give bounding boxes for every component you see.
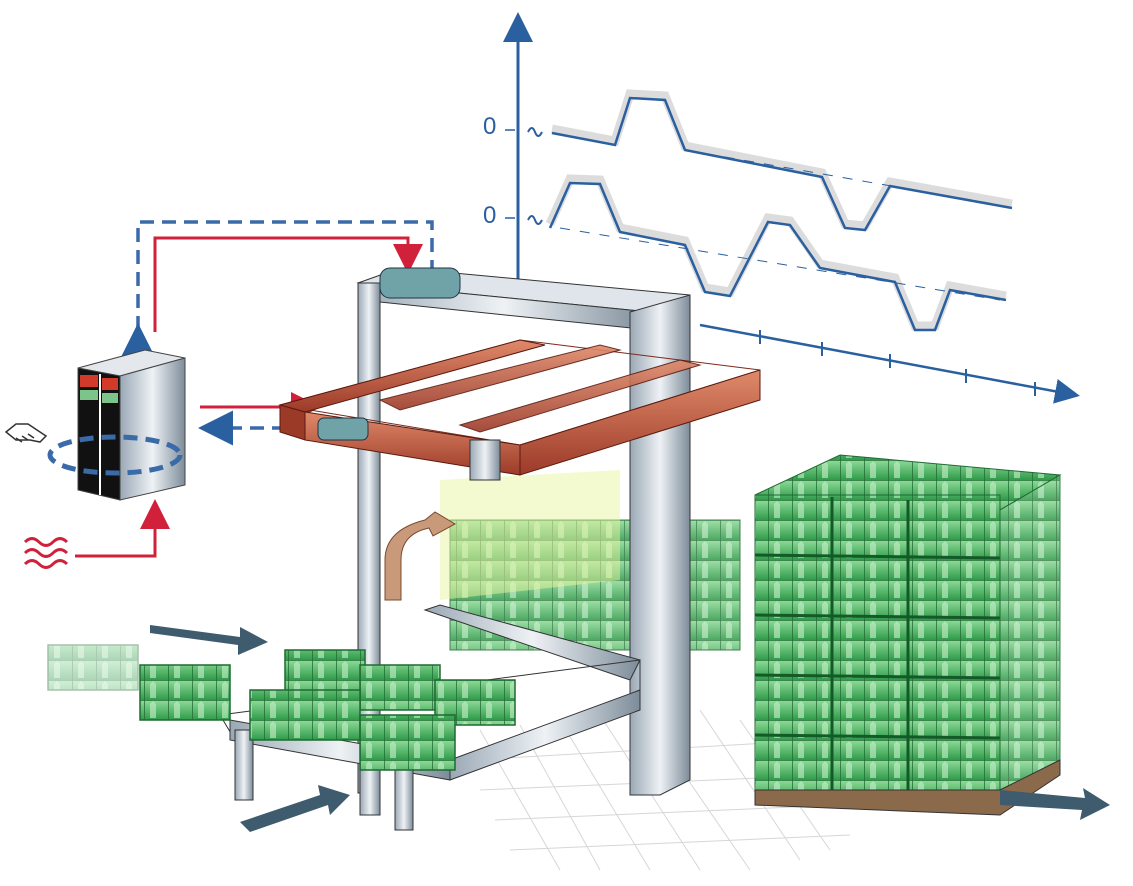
- signal-2-baseline: [559, 227, 1001, 301]
- gantry-motor-trolley: [317, 417, 369, 441]
- signal-2-line: [548, 181, 1007, 332]
- stack-front: [754, 494, 1001, 791]
- beam-cross-2: [458, 359, 702, 433]
- zero-label-top: 0: [483, 113, 497, 140]
- crate: [284, 649, 366, 696]
- signal-1-line: [551, 96, 1013, 232]
- signal-1-baseline: [684, 149, 1001, 206]
- conveyor-direction-arrow-icon: [150, 625, 268, 655]
- gripper-head: [469, 439, 501, 481]
- handshake-icon: [4, 423, 48, 443]
- power-supply-icon: [23, 537, 69, 569]
- signal-chart: [503, 12, 1080, 404]
- drive-controller-cabinet: [47, 349, 186, 501]
- feedback-dashed-line-top: [120, 220, 434, 358]
- infeed-arrow-icon: [240, 785, 350, 832]
- crate: [359, 664, 441, 711]
- pallet-stack: [754, 454, 1110, 820]
- conveyor-crates: [47, 644, 516, 771]
- time-axis: [699, 323, 1080, 404]
- signal-1-shadow: [551, 89, 1013, 231]
- crate: [359, 714, 456, 771]
- crate: [139, 664, 231, 721]
- axis-break-icons: [527, 127, 543, 225]
- outfeed-arrow-icon: [1000, 788, 1110, 820]
- crate: [249, 689, 361, 741]
- gantry-motor-top: [379, 267, 461, 299]
- lift-arrow-icon: [384, 511, 457, 601]
- time-axis-ticks: [759, 330, 1036, 396]
- power-input-line: [75, 499, 170, 558]
- zero-label-bottom: 0: [483, 202, 497, 229]
- beam-cross-1: [378, 344, 622, 411]
- beam-right: [519, 369, 761, 476]
- signal-2-shadow: [545, 174, 1007, 331]
- rotation-arrow-icon: [47, 434, 183, 476]
- drive-signal-line-top: [153, 236, 423, 332]
- stack-side: [999, 474, 1061, 791]
